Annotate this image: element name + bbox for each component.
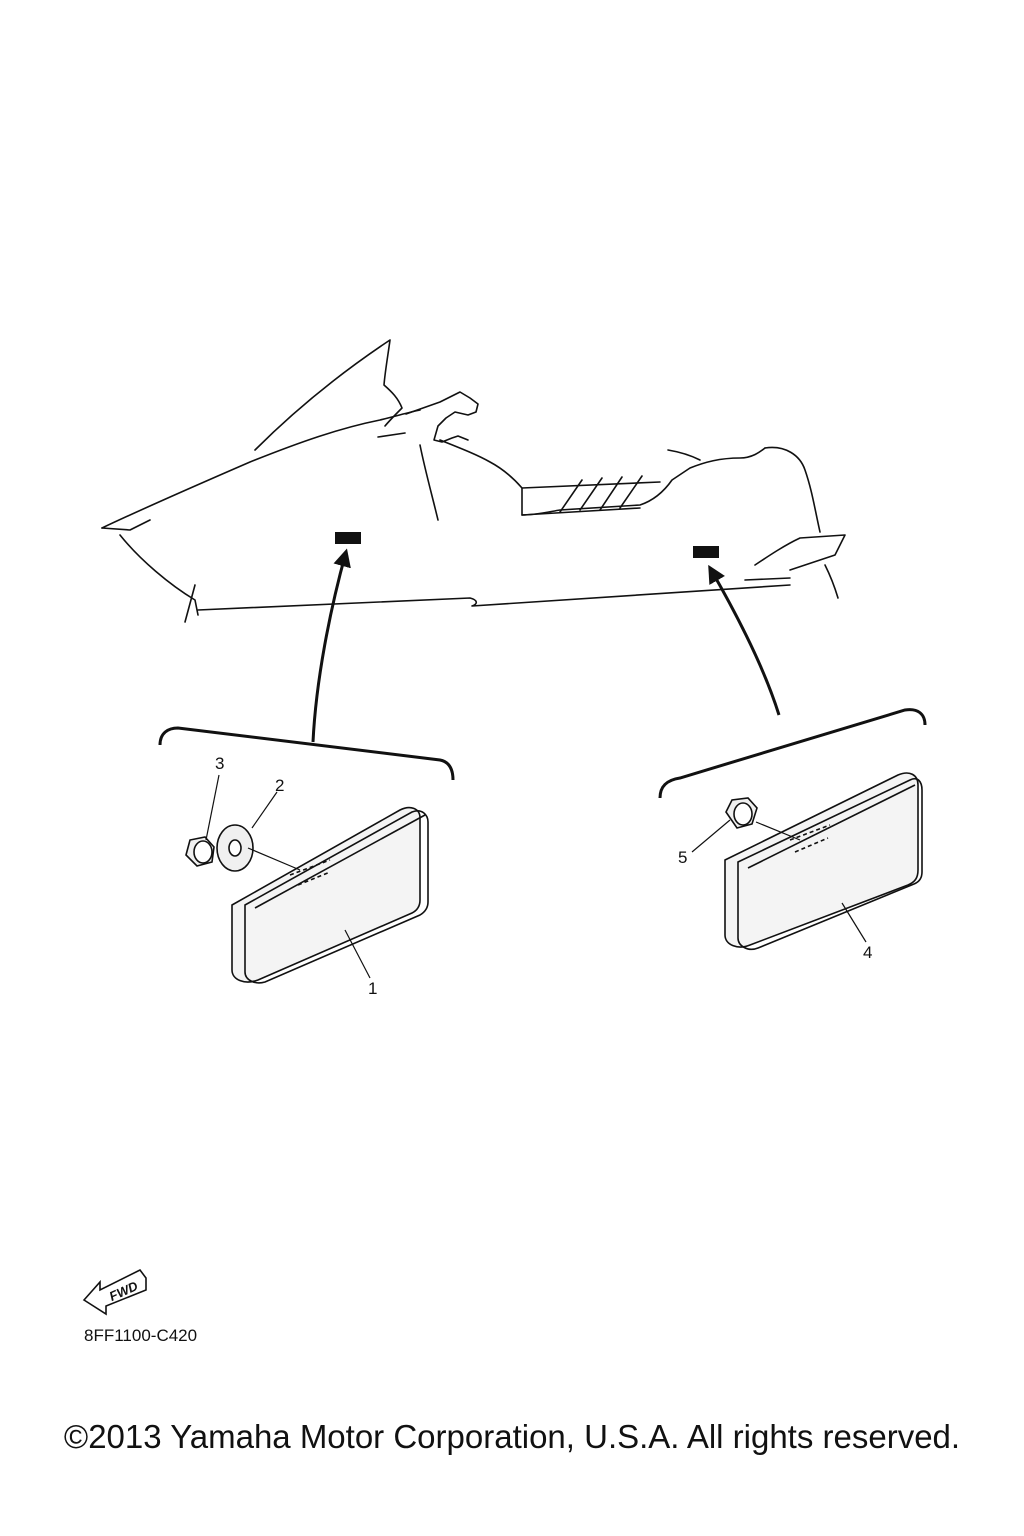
diagram-code: 8FF1100-C420 [84, 1326, 198, 1345]
rear-reflector-part [724, 772, 923, 951]
front-group-bracket [158, 726, 455, 781]
copyright-notice: ©2013 Yamaha Motor Corporation, U.S.A. A… [63, 1418, 961, 1455]
callout-1: 1 [368, 979, 377, 998]
snowmobile-outline [101, 339, 846, 623]
front-nut-part [185, 836, 215, 867]
rear-leader-arrow [708, 564, 781, 716]
callout-leaders [205, 774, 867, 979]
fwd-direction-arrow: FWD [82, 1268, 147, 1316]
rear-group-bracket [658, 708, 927, 799]
front-leader-arrow [311, 548, 351, 743]
callout-5: 5 [678, 848, 687, 867]
rear-reflector-location-marker [693, 546, 719, 558]
callout-4: 4 [863, 943, 872, 962]
washer-part [216, 824, 254, 872]
callout-3: 3 [215, 754, 224, 773]
front-reflector-part [231, 806, 429, 984]
fwd-label: FWD [107, 1278, 141, 1304]
callout-2: 2 [275, 776, 284, 795]
rear-alignment-line [755, 821, 801, 841]
front-reflector-location-marker [335, 532, 361, 544]
rear-nut-part [725, 797, 758, 829]
front-alignment-line [247, 847, 301, 871]
